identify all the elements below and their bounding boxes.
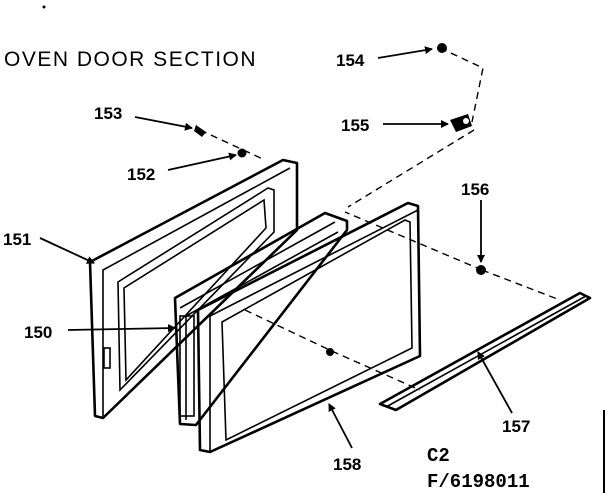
part-156-fastener [476,265,486,275]
part-150-glass-frame [173,211,349,427]
label-150: 150 [24,323,52,342]
label-153: 153 [94,104,122,123]
code-c2: C2 [427,445,450,467]
label-152: 152 [127,165,155,184]
alignment-lines [199,47,561,391]
glass-center-mark [326,348,334,356]
part-157-door-trim [378,291,592,412]
label-158: 158 [333,455,361,474]
part-158-door-glass [196,201,422,454]
corner-speck [42,5,46,9]
part-154-screw [437,43,447,53]
code-figure-number: F/6198011 [427,471,530,493]
label-157: 157 [502,417,530,436]
leader-lines [39,46,513,449]
part-153-screw [194,125,206,137]
label-151: 151 [3,230,31,249]
part-152-spacer [237,148,247,158]
label-156: 156 [461,180,489,199]
diagram-title: OVEN DOOR SECTION [4,48,257,71]
label-155: 155 [341,116,369,135]
part-155-bracket [450,114,472,132]
label-154: 154 [336,51,365,70]
